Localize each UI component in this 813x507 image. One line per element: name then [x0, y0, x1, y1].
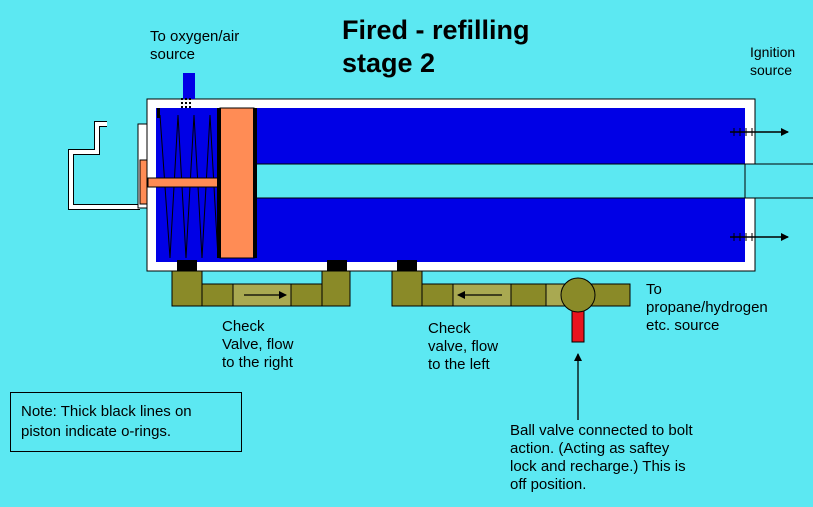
- label-oxygen-line-1: To oxygen/air: [150, 28, 240, 45]
- ball-valve: [560, 277, 596, 343]
- port-connector-1: [177, 260, 197, 271]
- oxygen-inlet: [181, 73, 195, 108]
- label-ball-valve-line-4: off position.: [510, 476, 587, 493]
- label-check-valve-left: Check valve, flow to the left: [428, 320, 498, 374]
- label-ball-valve: Ball valve connected to bolt action. (Ac…: [510, 422, 693, 494]
- port-connector-2: [327, 260, 347, 271]
- label-check-left-line-1: Check: [428, 320, 471, 337]
- label-propane-line-3: etc. source: [646, 317, 720, 334]
- label-ball-valve-line-2: action. (Acting as saftey: [510, 440, 670, 457]
- label-check-right-line-2: Valve, flow: [222, 336, 294, 353]
- label-ignition-line-2: source: [750, 62, 793, 78]
- label-check-left-line-2: valve, flow: [428, 338, 499, 355]
- label-check-right-line-3: to the right: [222, 354, 293, 371]
- label-check-right-line-1: Check: [222, 318, 265, 335]
- ignition-plug-bottom: [730, 233, 789, 241]
- label-propane-line-1: To: [646, 281, 662, 298]
- label-check-left-line-3: to the left: [428, 356, 490, 373]
- label-oxygen-line-2: source: [150, 46, 196, 63]
- title-line-1: Fired - refilling: [342, 15, 530, 45]
- barrel: [256, 164, 813, 198]
- label-propane-source: To propane/hydrogen etc. source: [646, 281, 768, 335]
- diagram-title: Fired - refilling stage 2: [342, 14, 530, 80]
- title-line-2: stage 2: [342, 48, 436, 78]
- note-box: Note: Thick black lines on piston indica…: [10, 392, 242, 452]
- piston: [157, 107, 257, 259]
- note-line-2: piston indicate o-rings.: [21, 423, 172, 440]
- label-ball-valve-line-3: lock and recharge.) This is: [510, 458, 686, 475]
- bolt-handle: [68, 121, 151, 210]
- ignition-plug-top: [730, 128, 789, 136]
- check-valve-right: [171, 270, 351, 307]
- label-oxygen-source: To oxygen/air source: [150, 28, 239, 64]
- label-ignition-line-1: Ignition: [750, 44, 796, 60]
- note-line-1: Note: Thick black lines on: [21, 403, 192, 420]
- label-check-valve-right: Check Valve, flow to the right: [222, 318, 293, 372]
- piston-rod: [147, 177, 221, 188]
- label-ball-valve-line-1: Ball valve connected to bolt: [510, 422, 693, 439]
- port-connector-3: [397, 260, 417, 271]
- label-ignition-source: Ignition source: [750, 43, 795, 79]
- label-propane-line-2: propane/hydrogen: [646, 299, 768, 316]
